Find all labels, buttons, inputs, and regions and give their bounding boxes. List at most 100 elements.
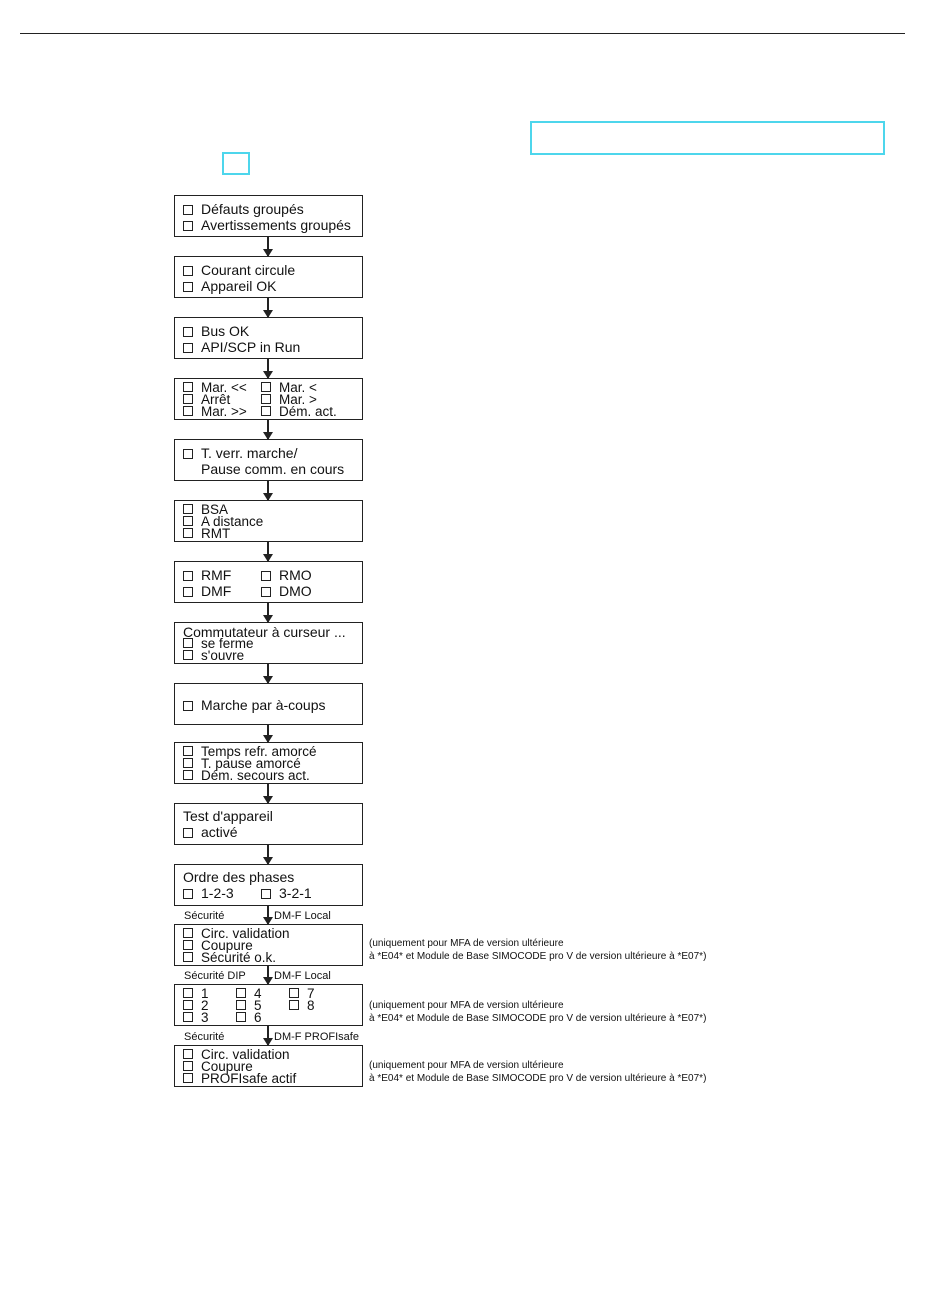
checkbox-icon[interactable] (261, 587, 271, 597)
checkbox-icon[interactable] (183, 828, 193, 838)
flow-arrow (263, 481, 273, 501)
status-item: 2 (183, 999, 209, 1012)
status-item: 6 (236, 1011, 262, 1024)
checkbox-icon[interactable] (183, 1049, 193, 1059)
status-item: Temps refr. amorcé (183, 745, 317, 758)
status-item: 5 (236, 999, 262, 1012)
checkbox-icon[interactable] (236, 1012, 246, 1022)
checkbox-icon[interactable] (183, 746, 193, 756)
checkbox-icon[interactable] (261, 382, 271, 392)
status-box-faults: Défauts groupés Avertissements groupés (174, 195, 363, 237)
checkbox-icon[interactable] (261, 571, 271, 581)
flow-arrow (263, 664, 273, 684)
connector-label: DM-F PROFIsafe (274, 1031, 359, 1043)
status-item: Dém. secours act. (183, 769, 310, 782)
checkbox-icon[interactable] (183, 327, 193, 337)
checkbox-icon[interactable] (183, 988, 193, 998)
checkbox-icon[interactable] (261, 406, 271, 416)
flow-arrow (263, 784, 273, 804)
status-item: A distance (183, 515, 263, 528)
checkbox-icon[interactable] (183, 528, 193, 538)
status-item: BSA (183, 503, 228, 516)
checkbox-icon[interactable] (183, 952, 193, 962)
checkbox-icon[interactable] (183, 266, 193, 276)
checkbox-icon[interactable] (236, 988, 246, 998)
status-box-mode: BSA A distance RMT (174, 500, 363, 542)
status-item: RMO (261, 568, 312, 582)
status-box-timers: Temps refr. amorcé T. pause amorcé Dém. … (174, 742, 363, 784)
status-box-current: Courant circule Appareil OK (174, 256, 363, 298)
checkbox-icon[interactable] (183, 770, 193, 780)
version-note-line: à *E04* et Module de Base SIMOCODE pro V… (369, 1073, 707, 1084)
connector-label: Sécurité (184, 1031, 225, 1043)
flow-arrow (263, 906, 273, 925)
status-item: PROFIsafe actif (183, 1072, 296, 1085)
flow-arrow (263, 845, 273, 865)
version-note-line: (uniquement pour MFA de version ultérieu… (369, 938, 564, 949)
checkbox-icon[interactable] (183, 394, 193, 404)
status-box-test: Test d'appareil activé (174, 803, 363, 845)
status-item: Dém. act. (261, 405, 337, 418)
flow-arrow (263, 420, 273, 440)
status-item: Coupure (183, 939, 253, 952)
connector-label: Sécurité DIP (184, 970, 246, 982)
checkbox-icon[interactable] (289, 988, 299, 998)
flow-arrow (263, 298, 273, 318)
checkbox-icon[interactable] (183, 449, 193, 459)
status-item: Coupure (183, 1060, 253, 1073)
box-title: Commutateur à curseur ... (183, 624, 346, 640)
status-item: Courant circule (183, 263, 295, 277)
status-item-continuation: Pause comm. en cours (201, 461, 345, 477)
flow-arrow (263, 237, 273, 257)
checkbox-icon[interactable] (183, 571, 193, 581)
status-item: DMO (261, 584, 312, 598)
version-note-line: à *E04* et Module de Base SIMOCODE pro V… (369, 951, 707, 962)
status-box-phases: Ordre des phases 1-2-3 3-2-1 (174, 864, 363, 906)
status-item: T. verr. marche/ (183, 446, 297, 460)
status-item: 7 (289, 987, 315, 1000)
status-item: RMF (183, 568, 231, 582)
checkbox-icon[interactable] (183, 758, 193, 768)
checkbox-icon[interactable] (183, 1061, 193, 1071)
checkbox-icon[interactable] (183, 638, 193, 648)
checkbox-icon[interactable] (183, 587, 193, 597)
highlight-frame-small (222, 152, 250, 175)
checkbox-icon[interactable] (183, 382, 193, 392)
checkbox-icon[interactable] (183, 282, 193, 292)
status-item: Circ. validation (183, 927, 290, 940)
status-box-safety-local: Circ. validation Coupure Sécurité o.k. (174, 924, 363, 966)
checkbox-icon[interactable] (289, 1000, 299, 1010)
checkbox-icon[interactable] (183, 701, 193, 711)
status-item: Mar. > (261, 393, 317, 406)
checkbox-icon[interactable] (261, 889, 271, 899)
status-item: DMF (183, 584, 231, 598)
flow-arrow (263, 359, 273, 379)
box-title: Test d'appareil (183, 808, 273, 824)
checkbox-icon[interactable] (183, 889, 193, 899)
checkbox-icon[interactable] (183, 1000, 193, 1010)
checkbox-icon[interactable] (183, 650, 193, 660)
checkbox-icon[interactable] (183, 1073, 193, 1083)
checkbox-icon[interactable] (183, 504, 193, 514)
status-item: 3-2-1 (261, 886, 312, 900)
status-item: s'ouvre (183, 649, 244, 662)
highlight-frame-wide (530, 121, 885, 155)
status-item: API/SCP in Run (183, 340, 300, 354)
status-item: Mar. >> (183, 405, 247, 418)
checkbox-icon[interactable] (261, 394, 271, 404)
status-item: Sécurité o.k. (183, 951, 276, 964)
status-box-slider: Commutateur à curseur ... se ferme s'ouv… (174, 622, 363, 664)
checkbox-icon[interactable] (183, 221, 193, 231)
checkbox-icon[interactable] (183, 205, 193, 215)
status-item: Avertissements groupés (183, 218, 351, 232)
checkbox-icon[interactable] (183, 940, 193, 950)
checkbox-icon[interactable] (183, 406, 193, 416)
checkbox-icon[interactable] (183, 928, 193, 938)
checkbox-icon[interactable] (183, 1012, 193, 1022)
checkbox-icon[interactable] (183, 516, 193, 526)
checkbox-icon[interactable] (236, 1000, 246, 1010)
flow-arrow (263, 725, 273, 743)
status-item: Mar. < (261, 381, 317, 394)
checkbox-icon[interactable] (183, 343, 193, 353)
flow-arrow (263, 966, 273, 985)
